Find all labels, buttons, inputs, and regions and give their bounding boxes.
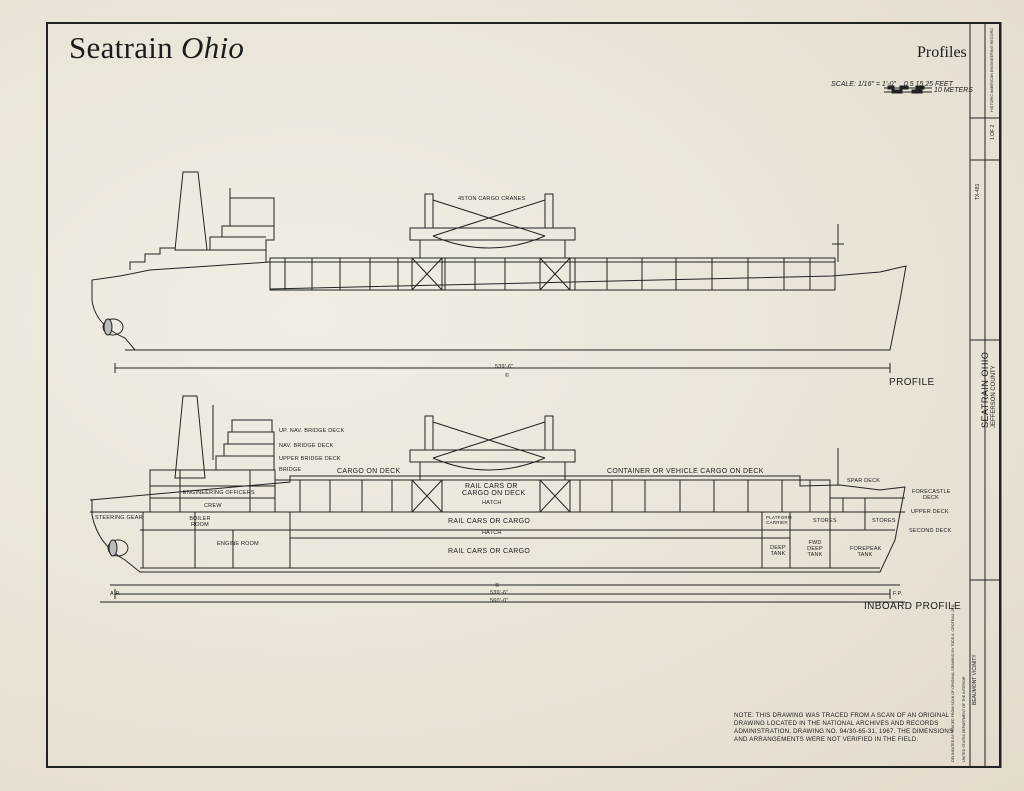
steering-gear-label: STEERING GEAR: [95, 515, 143, 521]
cargo-on-deck-label: CARGO ON DECK: [337, 468, 401, 475]
rail-cars-cargo-label-2: RAIL CARS OR CARGO: [448, 548, 531, 555]
engineering-officers-label: ENGINEERING OFFICERS: [183, 490, 255, 496]
titleblock-dept: UNITED STATES DEPARTMENT OF THE INTERIOR: [962, 676, 966, 762]
up-nav-bridge-deck-label: UP. NAV. BRIDGE DECK: [279, 428, 345, 434]
nav-bridge-deck-label: NAV. BRIDGE DECK: [279, 443, 334, 449]
cranes-label: 45TON CARGO CRANES: [458, 196, 526, 202]
drawing-note: NOTE: THIS DRAWING WAS TRACED FROM A SCA…: [734, 712, 954, 743]
profile-centerline-mark: ©: [505, 373, 510, 379]
forepeak-tank-label: FOREPEAK TANK: [850, 546, 882, 558]
titleblock-name: SEATRAIN OHIO: [980, 351, 990, 428]
profile-length-dim: 539'-6": [495, 364, 514, 370]
titleblock-state: BEAUMONT VICINITY: [972, 654, 978, 705]
scale-text: SCALE: 1/16" = 1'-0" 0 5 15 25 FEET: [831, 81, 953, 88]
inboard-length-dim: 539'-6": [490, 590, 509, 596]
upper-bridge-deck-label: UPPER BRIDGE DECK: [279, 456, 341, 462]
forward-perpendicular-label: F.P.: [893, 591, 903, 597]
forecastle-deck-label: FORECASTLE DECK: [912, 489, 951, 501]
deep-tank-label: DEEP TANK: [770, 545, 786, 557]
bridge-deck-label: BRIDGE: [279, 467, 302, 473]
cargo-on-deck2-label: CARGO ON DECK: [462, 490, 526, 497]
title-block-lines: [969, 22, 1002, 768]
aft-perpendicular-label: A.P.: [110, 591, 121, 597]
titleblock-delineator: DELINEATED BY TRACED FROM SCAN OF ORIGIN…: [951, 604, 955, 762]
hatch-label-1: HATCH: [482, 500, 502, 506]
rail-cars-or-label: RAIL CARS OR: [465, 483, 518, 490]
crew-label: CREW: [204, 503, 222, 509]
scale-bar: [884, 85, 932, 94]
hatch-label-2: HATCH: [482, 530, 502, 536]
engine-room-label: ENGINE ROOM: [217, 541, 259, 547]
profile-view: [91, 171, 907, 373]
sheet-border: [46, 22, 1001, 768]
upper-deck-label: UPPER DECK: [911, 509, 949, 515]
drawing-title: Seatrain Ohio: [69, 30, 245, 65]
inboard-length-dim-2: 560'-0": [490, 598, 509, 604]
platform-carrier-label: PLATFORM CARRIER: [766, 515, 792, 525]
spar-deck-label: SPAR DECK: [847, 478, 881, 484]
stores-label-1: STORES: [813, 518, 837, 524]
second-deck-label: SECOND DECK: [909, 528, 952, 534]
inboard-profile-label: INBOARD PROFILE: [864, 601, 962, 612]
titleblock-agency: HISTORIC AMERICAN ENGINEERING RECORD: [990, 27, 994, 112]
profile-deck-frames: [284, 258, 811, 290]
stores-label-2: STORES: [872, 518, 896, 524]
profile-label: PROFILE: [889, 377, 935, 388]
titleblock-survey: TX-481: [975, 183, 981, 200]
fwd-deep-tank-label: FWD DEEP TANK: [807, 540, 823, 558]
container-cargo-label: CONTAINER OR VEHICLE CARGO ON DECK: [607, 468, 764, 475]
scale-meters: 10 METERS: [934, 87, 973, 94]
boiler-room-label: BOILER ROOM: [189, 516, 211, 528]
rail-cars-cargo-label-1: RAIL CARS OR CARGO: [448, 518, 531, 525]
titleblock-sheet-no: 1 OF 2: [990, 124, 996, 140]
inboard-centerline-mark: ©: [495, 583, 500, 589]
inboard-profile-view: [89, 395, 906, 603]
titleblock-location: JEFFERSON COUNTY: [991, 365, 997, 428]
drawing-subtitle: Profiles: [917, 44, 967, 61]
